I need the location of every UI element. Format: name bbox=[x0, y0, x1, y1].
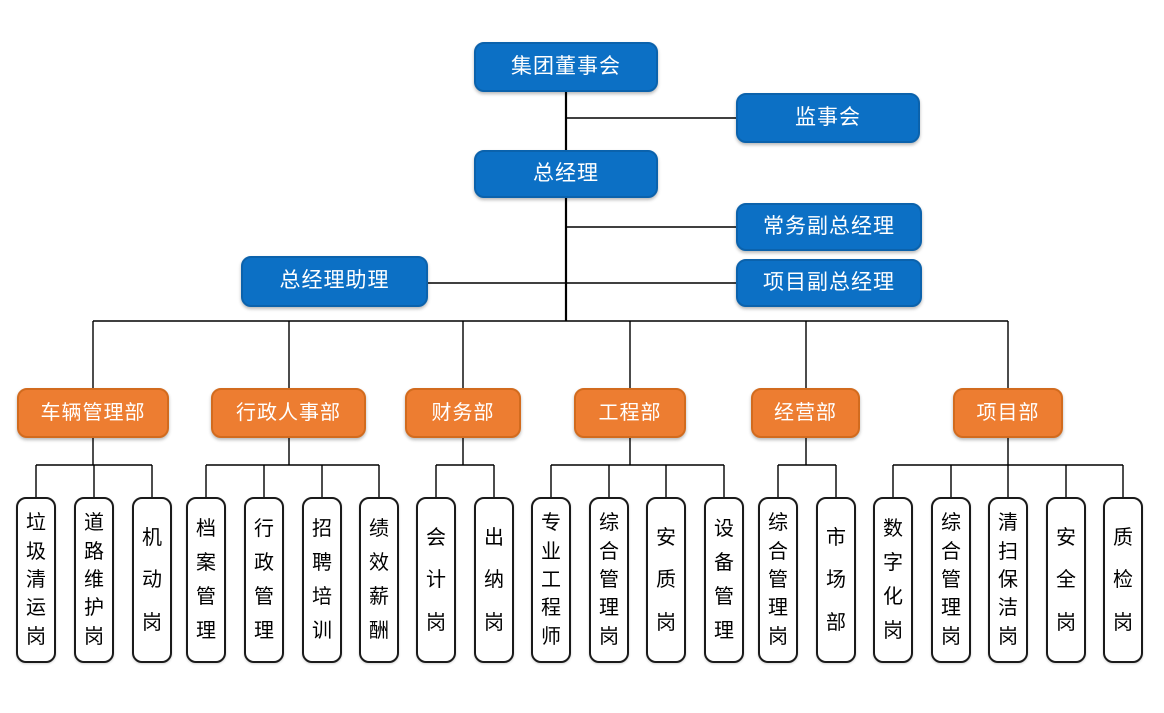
node-supervisory-board: 监事会 bbox=[736, 93, 920, 143]
dept-finance: 财务部 bbox=[405, 388, 521, 438]
dept-vehicle-management: 车辆管理部 bbox=[17, 388, 169, 438]
position-safety-quality: 安质岗 bbox=[646, 497, 686, 663]
position-recruitment-training: 招聘培训 bbox=[302, 497, 342, 663]
position-accounting: 会计岗 bbox=[416, 497, 456, 663]
node-project-deputy-gm: 项目副总经理 bbox=[736, 259, 922, 307]
position-quality-inspection: 质检岗 bbox=[1103, 497, 1143, 663]
position-equipment-management: 设备管理 bbox=[704, 497, 744, 663]
node-gm-assistant: 总经理助理 bbox=[241, 256, 428, 307]
position-cashier: 出纳岗 bbox=[474, 497, 514, 663]
position-performance-compensation: 绩效薪酬 bbox=[359, 497, 399, 663]
position-archives-management: 档案管理 bbox=[186, 497, 226, 663]
position-general-management-engineering: 综合管理岗 bbox=[589, 497, 629, 663]
position-garbage-collection: 垃圾清运岗 bbox=[16, 497, 56, 663]
dept-engineering: 工程部 bbox=[574, 388, 686, 438]
position-digitalization: 数字化岗 bbox=[873, 497, 913, 663]
position-general-management-operations: 综合管理岗 bbox=[758, 497, 798, 663]
dept-operations: 经营部 bbox=[751, 388, 860, 438]
dept-admin-hr: 行政人事部 bbox=[211, 388, 366, 438]
position-mobile-duty: 机动岗 bbox=[132, 497, 172, 663]
position-admin-management: 行政管理 bbox=[244, 497, 284, 663]
position-road-maintenance: 道路维护岗 bbox=[74, 497, 114, 663]
position-safety: 安全岗 bbox=[1046, 497, 1086, 663]
node-general-manager: 总经理 bbox=[474, 150, 658, 198]
position-professional-engineer: 专业工程师 bbox=[531, 497, 571, 663]
position-market: 市场部 bbox=[816, 497, 856, 663]
node-executive-deputy-gm: 常务副总经理 bbox=[736, 203, 922, 251]
position-street-cleaning: 清扫保洁岗 bbox=[988, 497, 1028, 663]
position-general-management-project: 综合管理岗 bbox=[931, 497, 971, 663]
dept-project: 项目部 bbox=[953, 388, 1063, 438]
node-board-of-directors: 集团董事会 bbox=[474, 42, 658, 92]
